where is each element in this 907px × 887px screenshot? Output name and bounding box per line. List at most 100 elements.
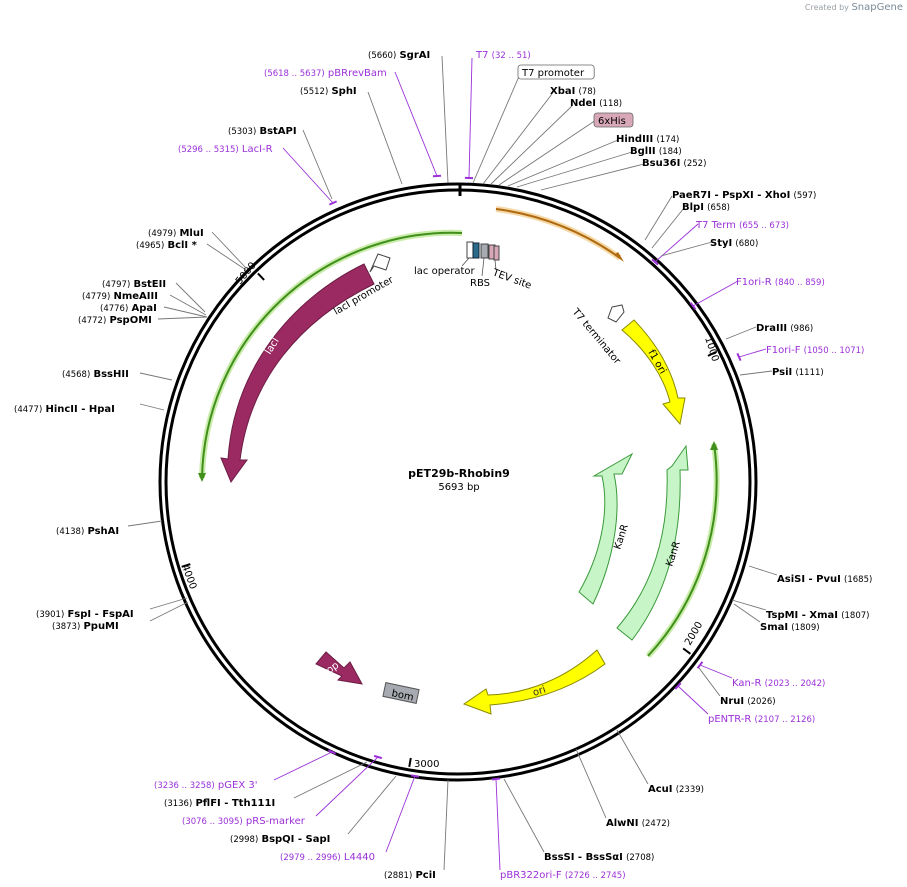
label-paer7i: PaeR7I - PspXI - XhoI (597) bbox=[672, 190, 816, 201]
site-bsssi: BssSI - BssSαI (2708) bbox=[503, 778, 654, 863]
lacI-arrow bbox=[220, 263, 375, 484]
label-nmeaiii: (4779) NmeAIII bbox=[82, 291, 158, 302]
leader-nmeaiii bbox=[169, 294, 207, 316]
green-arc-kan-line bbox=[647, 443, 718, 657]
leader-sphi bbox=[367, 91, 403, 185]
site-l4440: (2979 .. 2996) L4440 bbox=[280, 774, 420, 863]
rbs-label: RBS bbox=[470, 278, 490, 289]
label-6xhis: 6xHis bbox=[598, 116, 626, 127]
bom-box bbox=[382, 682, 420, 704]
primer-mark-lacir bbox=[328, 200, 338, 206]
leader-xbai bbox=[482, 93, 553, 185]
site-ppumi: (3873) PpuMI bbox=[52, 601, 189, 632]
primer-mark-kanr-primer bbox=[696, 661, 704, 669]
label-pbrrevbam: (5618 .. 5637) pBRrevBam bbox=[264, 68, 387, 79]
backbone bbox=[158, 182, 758, 782]
site-bspqi: (2998) BspQI - SapI bbox=[230, 775, 397, 845]
site-nrui: NruI (2026) bbox=[698, 667, 776, 707]
leader-f1orir bbox=[692, 280, 739, 307]
site-f1orif: F1ori-F (1050 .. 1071) bbox=[736, 345, 864, 362]
label-bspqi: (2998) BspQI - SapI bbox=[230, 834, 330, 845]
orange-arc-line bbox=[495, 208, 621, 259]
leader-sgrai bbox=[441, 55, 449, 184]
site-pcii: (2881) PciI bbox=[384, 779, 449, 881]
site-mlui: (4979) MluI bbox=[148, 228, 247, 269]
leader-bglii bbox=[516, 151, 633, 188]
site-apai: (4776) ApaI bbox=[100, 303, 208, 318]
label-pflfi: (3136) PflFI - Tth111I bbox=[164, 798, 275, 809]
primer-mark-pbr322orif bbox=[491, 777, 501, 781]
lac-operator-box bbox=[466, 241, 500, 261]
label-pentrr: pENTR-R (2107 .. 2126) bbox=[708, 714, 815, 725]
leader-apai bbox=[163, 306, 208, 318]
label-blpi: BlpI (658) bbox=[682, 202, 730, 213]
site-hindiii: HindIII (174) bbox=[507, 134, 679, 187]
box-t7-promoter bbox=[517, 64, 595, 80]
site-bsshii: (4568) BssHII bbox=[62, 369, 173, 381]
tick-mark-5000 bbox=[257, 272, 265, 281]
snapgene-logo: SnapGene bbox=[851, 2, 903, 13]
site-psii: PsiI (1111) bbox=[739, 367, 824, 378]
label-t7term: T7 Term (655 .. 673) bbox=[695, 220, 789, 231]
label-hincii: (4477) HincII - HpaI bbox=[14, 404, 115, 415]
label-acui: AcuI (2339) bbox=[648, 784, 704, 795]
site-sgrai: (5660) SgrAI bbox=[368, 50, 449, 184]
leader-fspi bbox=[149, 597, 188, 610]
tick-mark-2000 bbox=[682, 647, 691, 655]
leader-f1orif bbox=[738, 348, 767, 358]
site-draiii: DraIII (986) bbox=[725, 323, 813, 340]
leader-acui bbox=[616, 729, 649, 785]
leader-prsmarker bbox=[315, 756, 379, 817]
leader-blpi bbox=[651, 207, 685, 249]
leader-bspqi bbox=[347, 775, 397, 835]
site-smai: SmaI (1809) bbox=[733, 603, 820, 633]
site-pgex3: (3236 .. 3258) pGEX 3' bbox=[154, 749, 337, 791]
label-styi: StyI (680) bbox=[710, 238, 758, 249]
site-f1orir: F1ori-R (840 .. 859) bbox=[689, 277, 825, 310]
site-pentrr: pENTR-R (2107 .. 2126) bbox=[674, 682, 815, 725]
label-bstapi: (5303) BstAPI bbox=[228, 126, 297, 137]
site-fspi: (3901) FspI - FspAI bbox=[36, 597, 188, 620]
leader-t7-promoter bbox=[472, 73, 521, 184]
leader-psii bbox=[739, 370, 773, 376]
label-pgex3: (3236 .. 3258) pGEX 3' bbox=[154, 780, 257, 791]
site-nmeaiii: (4779) NmeAIII bbox=[82, 291, 207, 316]
leader-mlui bbox=[211, 231, 247, 269]
kanR-arrow-1 bbox=[578, 452, 634, 605]
label-bcli: (4965) BclI * bbox=[136, 240, 198, 251]
label-sgrai: (5660) SgrAI bbox=[368, 50, 430, 61]
label-prsmarker: (3076 .. 3095) pRS-marker bbox=[182, 816, 306, 827]
label-draiii: DraIII (986) bbox=[756, 323, 813, 334]
site-hincii: (4477) HincII - HpaI bbox=[14, 403, 165, 415]
green-arc-kan-arrowhead bbox=[710, 441, 718, 450]
leader-draiii bbox=[725, 326, 757, 340]
orange-arc-arrowhead bbox=[614, 252, 624, 262]
leader-lacir bbox=[282, 147, 334, 204]
label-sphi: (5512) SphI bbox=[300, 86, 357, 97]
label-bsshii: (4568) BssHII bbox=[62, 369, 129, 380]
primer-mark-pbrrevbam bbox=[432, 174, 442, 178]
site-pbr322orif: pBR322ori-F (2726 .. 2745) bbox=[491, 777, 626, 881]
label-lacir: (5296 .. 5315) LacI-R bbox=[178, 144, 273, 155]
leader-hindiii bbox=[507, 139, 619, 187]
leader-pshai bbox=[127, 520, 163, 527]
tev-site-label: TEV site bbox=[490, 267, 533, 292]
leader-pentrr bbox=[677, 685, 709, 715]
leader-smai bbox=[733, 603, 761, 623]
tick-mark-3000 bbox=[408, 757, 412, 768]
site-bsu36i: Bsu36I (252) bbox=[540, 158, 706, 191]
site-paer7i: PaeR7I - PspXI - XhoI (597) bbox=[644, 190, 816, 241]
site-bglii: BglII (184) bbox=[516, 146, 682, 188]
site-t7: T7 (32 .. 51) bbox=[464, 50, 531, 180]
tick-label-3000: 3000 bbox=[414, 759, 439, 770]
site-bcli: (4965) BclI * bbox=[136, 240, 247, 271]
label-bsssi: BssSI - BssSαI (2708) bbox=[544, 852, 654, 863]
site-blpi: BlpI (658) bbox=[651, 202, 730, 249]
lacI-promoter-arrow bbox=[369, 253, 391, 273]
site-xbai: XbaI (78) bbox=[482, 86, 596, 185]
primer-mark-t7term bbox=[651, 258, 659, 266]
site-pflfi: (3136) PflFI - Tth111I bbox=[164, 761, 368, 809]
label-ppumi: (3873) PpuMI bbox=[52, 621, 119, 632]
label-kanr-primer: Kan-R (2023 .. 2042) bbox=[732, 678, 825, 689]
